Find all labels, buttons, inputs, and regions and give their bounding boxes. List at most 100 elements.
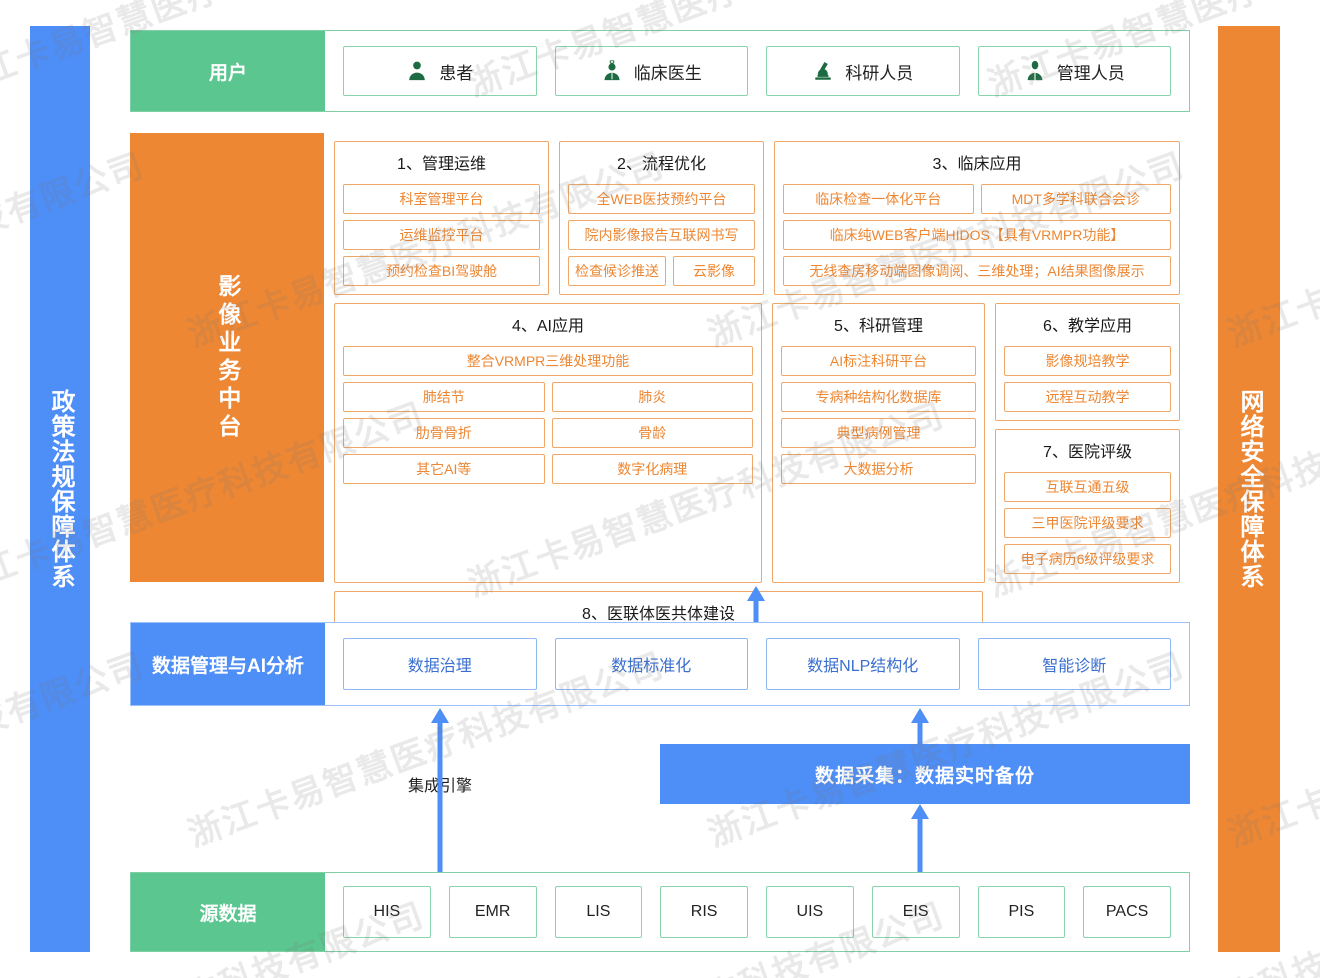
platform-chip[interactable]: 骨龄 [551,418,753,448]
platform-chip[interactable]: 肺炎 [551,382,753,412]
patient-icon [406,59,428,83]
platform-group-7: 7、医院评级互联互通五级三甲医院评级要求电子病历6级评级要求 [995,429,1180,583]
platform-group-5: 5、科研管理 AI标注科研平台专病种结构化数据库典型病例管理大数据分析 [772,303,985,583]
platform-chip-row: 运维监控平台 [343,220,540,250]
platform-chip[interactable]: 数字化病理 [551,454,753,484]
platform-chip[interactable]: 预约检查BI驾驶舱 [343,256,540,286]
platform-group-title: 6、教学应用 [1043,318,1132,335]
platform-chip-row: 院内影像报告互联网书写 [568,220,755,250]
platform-group-title: 2、流程优化 [617,156,706,173]
data-management-list: 数据治理数据标准化数据NLP结构化智能诊断 [325,623,1189,705]
platform-chip[interactable]: 肋骨骨折 [343,418,545,448]
platform-group-title: 4、AI应用 [511,318,585,335]
platform-group-title: 5、科研管理 [834,318,923,335]
platform-chip[interactable]: 院内影像报告互联网书写 [568,220,755,250]
data-management-card-1[interactable]: 数据治理 [343,638,537,690]
platform-chip-row: 远程互动教学 [1004,382,1171,412]
arrow-data-to-platform [746,586,766,622]
data-management-card-4[interactable]: 智能诊断 [977,638,1171,690]
source-card-lis[interactable]: LIS [554,886,643,938]
source-data-label: 源数据 [131,873,325,951]
platform-chip-row: 三甲医院评级要求 [1004,508,1171,538]
data-management-card-3[interactable]: 数据NLP结构化 [766,638,960,690]
platform-group-title: 7、医院评级 [1043,444,1132,461]
platform-group-1: 1、管理运维科室管理平台运维监控平台预约检查BI驾驶舱 [334,141,549,295]
source-data-list: HIS EMR LIS RIS UIS EIS PIS PACS [325,873,1189,951]
source-card-his[interactable]: HIS [343,886,431,938]
user-card-2[interactable]: 临床医生 [554,46,748,96]
source-card-uis[interactable]: UIS [766,886,854,938]
platform-group-title: 1、管理运维 [397,156,486,173]
policy-regulation-pillar-label: 政策法规保障体系 [47,389,75,589]
doctor-icon [601,59,623,83]
platform-group-row-2: 4、AI应用整合VRMPR三维处理功能肺结节肺炎肋骨骨折骨龄其它AI等数字化病理… [334,303,1180,583]
platform-chip[interactable]: 典型病例管理 [781,418,976,448]
user-card-3[interactable]: 科研人员 [766,46,960,96]
platform-chip[interactable]: AI标注科研平台 [781,346,976,376]
platform-chip[interactable]: 肺结节 [343,382,545,412]
platform-chip[interactable]: 运维监控平台 [343,220,540,250]
platform-chip[interactable]: 远程互动教学 [1004,382,1171,412]
platform-chip-row: 互联互通五级 [1004,472,1171,502]
platform-chip[interactable]: 云影像 [673,256,755,286]
policy-regulation-pillar: 政策法规保障体系 [30,26,90,952]
platform-chip[interactable]: 其它AI等 [343,454,545,484]
platform-chip[interactable]: 大数据分析 [781,454,976,484]
data-management-band: 数据管理与AI分析 数据治理数据标准化数据NLP结构化智能诊断 [130,622,1190,706]
platform-chip[interactable]: 临床纯WEB客户端HIDOS【具有VRMPR功能】 [783,220,1171,250]
platform-chip-row: 肋骨骨折骨龄 [343,418,753,448]
platform-chip[interactable]: 检查候诊推送 [568,256,666,286]
source-card-pacs[interactable]: PACS [1083,886,1171,938]
platform-chip[interactable]: 全WEB医技预约平台 [568,184,755,214]
network-security-pillar-label: 网络安全保障体系 [1236,389,1264,589]
source-card-ris[interactable]: RIS [660,886,748,938]
source-card-emr[interactable]: EMR [448,886,537,938]
platform-chip-row: 临床纯WEB客户端HIDOS【具有VRMPR功能】 [783,220,1171,250]
platform-chip-row: 科室管理平台 [343,184,540,214]
source-card-eis[interactable]: EIS [871,886,960,938]
platform-chip-row: 肺结节肺炎 [343,382,753,412]
user-card-label: 科研人员 [845,63,914,83]
platform-chip-row: AI标注科研平台 [781,346,976,376]
microscope-icon [812,59,834,83]
user-card-1[interactable]: 患者 [343,46,537,96]
data-collection-box: 数据采集：数据实时备份 [660,744,1190,804]
platform-chip[interactable]: 科室管理平台 [343,184,540,214]
platform-chip-row: 无线查房移动端图像调阅、三维处理；AI结果图像展示 [783,256,1171,286]
platform-chip[interactable]: 无线查房移动端图像调阅、三维处理；AI结果图像展示 [783,256,1171,286]
platform-chip[interactable]: 整合VRMPR三维处理功能 [343,346,753,376]
platform-chip[interactable]: 临床检查一体化平台 [783,184,974,214]
platform-chip[interactable]: 影像规培教学 [1004,346,1171,376]
source-data-band: 源数据 HIS EMR LIS RIS UIS EIS PIS PACS [130,872,1190,952]
imaging-platform-label: 影像业务中台 [130,133,324,582]
arrow-source-to-collection [910,804,930,872]
platform-chip[interactable]: 专病种结构化数据库 [781,382,976,412]
data-collection-label: 数据采集：数据实时备份 [814,765,1035,787]
platform-chip-row: 电子病历6级评级要求 [1004,544,1171,574]
manager-icon [1024,59,1046,83]
data-management-label: 数据管理与AI分析 [131,623,325,705]
platform-chip-row: 大数据分析 [781,454,976,484]
platform-group-2: 2、流程优化全WEB医技预约平台院内影像报告互联网书写检查候诊推送云影像 [559,141,764,295]
platform-chip[interactable]: 电子病历6级评级要求 [1004,544,1171,574]
platform-chip[interactable]: MDT多学科联合会诊 [980,184,1171,214]
arrow-source-to-data-left [430,708,450,872]
platform-chip[interactable]: 互联互通五级 [1004,472,1171,502]
platform-chip-row: 其它AI等数字化病理 [343,454,753,484]
arrow-collection-to-data [910,708,930,744]
platform-chip[interactable]: 三甲医院评级要求 [1004,508,1171,538]
data-management-card-2[interactable]: 数据标准化 [554,638,748,690]
source-card-pis[interactable]: PIS [977,886,1066,938]
platform-group-4: 4、AI应用整合VRMPR三维处理功能肺结节肺炎肋骨骨折骨龄其它AI等数字化病理 [334,303,762,583]
users-list: 患者临床医生 科研人员 管理人员 [325,31,1189,111]
user-card-label: 管理人员 [1056,63,1125,83]
user-card-4[interactable]: 管理人员 [977,46,1171,96]
platform-chip-row: 专病种结构化数据库 [781,382,976,412]
users-band: 用户 患者临床医生科研人员管理人员 [130,30,1190,112]
